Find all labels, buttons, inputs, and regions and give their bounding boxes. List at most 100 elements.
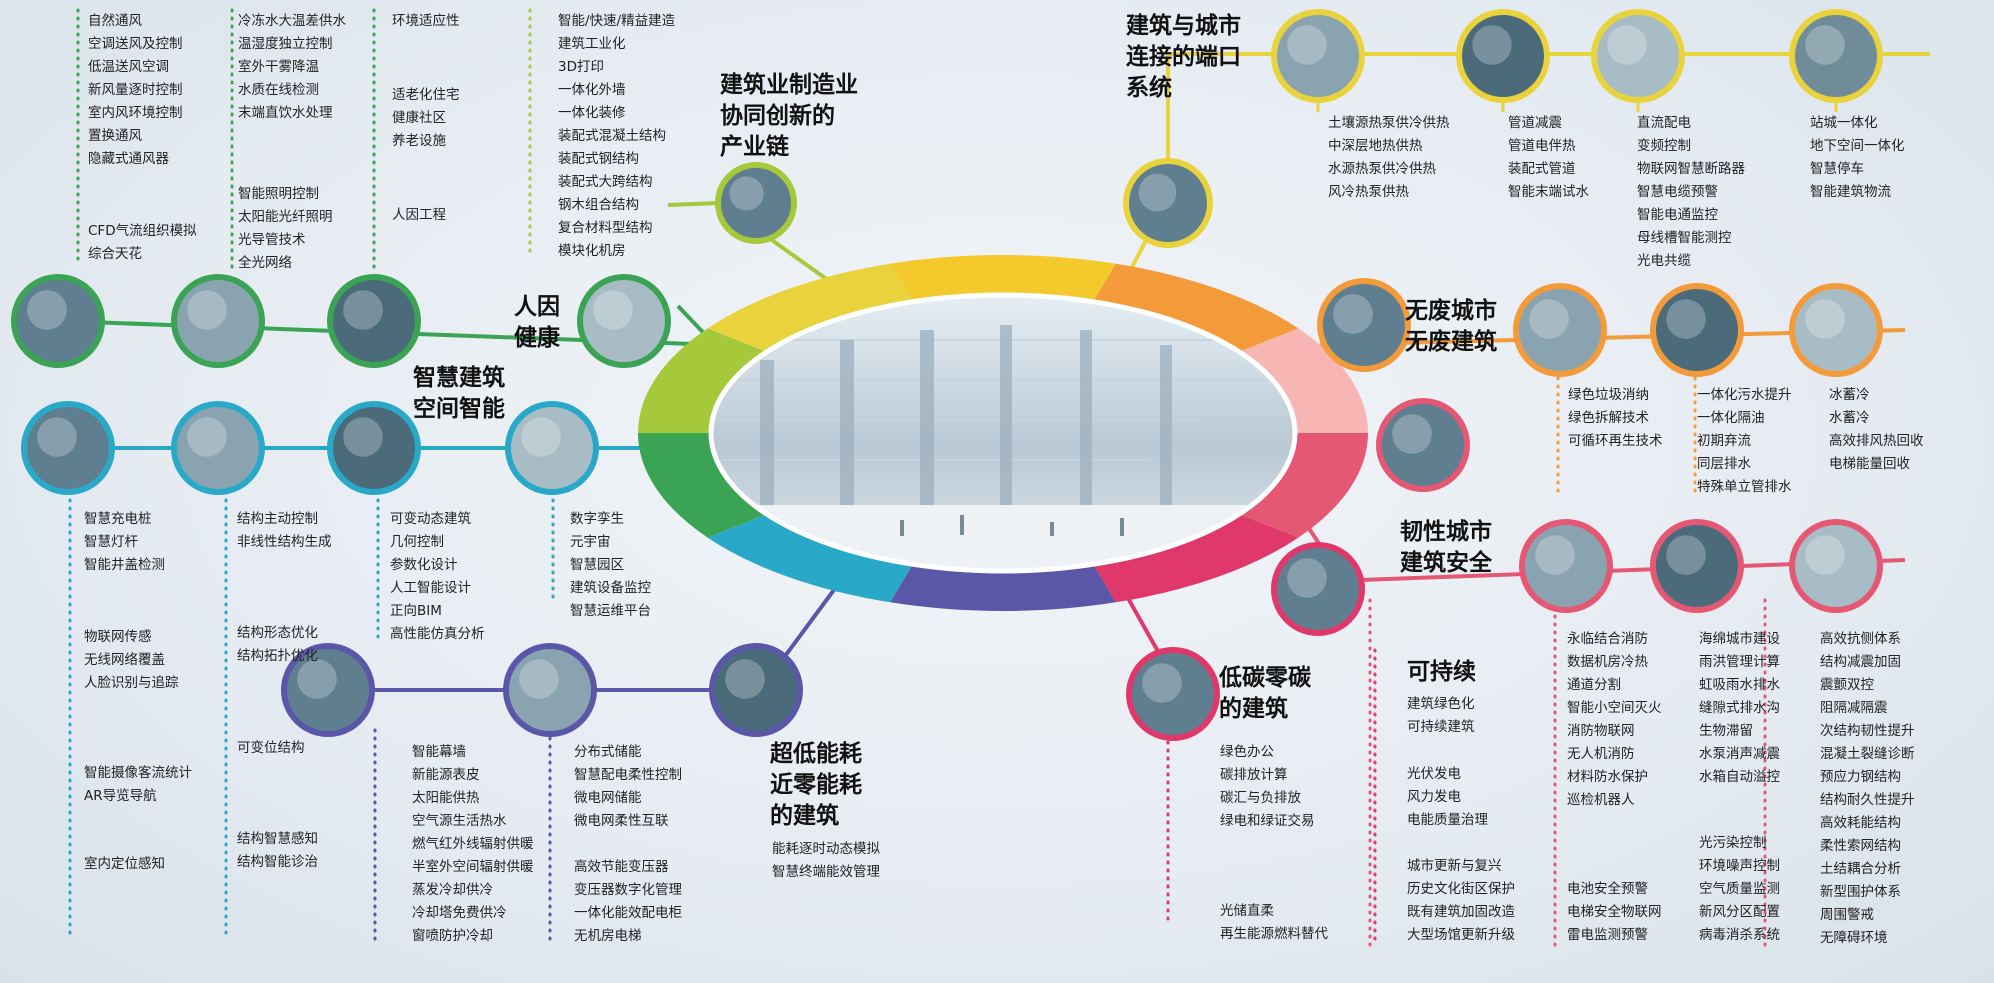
list-item: 可循环再生技术 — [1568, 433, 1663, 449]
list-item: 智能摄像客流统计 — [84, 765, 192, 781]
list-item: 水源热泵供冷供热 — [1328, 161, 1436, 177]
list-item: 结构形态优化 — [237, 625, 318, 641]
list-item: 能耗逐时动态模拟 — [772, 841, 880, 857]
ring-segment — [707, 263, 913, 352]
resilient-city-photo — [1376, 398, 1470, 492]
resilient-city-photo-highlight — [1392, 414, 1432, 454]
natural-ventilation-photo — [11, 274, 105, 368]
list-item: 电池安全预警 — [1567, 881, 1648, 897]
list-item: 雨洪管理计算 — [1699, 654, 1780, 670]
list-item: 一体化隔油 — [1697, 410, 1765, 426]
list-item: 一体化能效配电柜 — [574, 905, 682, 921]
list-item: 结构耐久性提升 — [1820, 792, 1915, 808]
machine-room-photo — [503, 643, 597, 737]
manufacturing-photo-highlight — [729, 176, 764, 211]
list-item: 高性能仿真分析 — [390, 626, 485, 642]
green-roof-photo — [327, 274, 421, 368]
low-carbon-icon — [1126, 647, 1220, 741]
list-item: 高效耗能结构 — [1820, 815, 1901, 831]
list-item: 光伏发电 — [1407, 766, 1461, 782]
list-item: 智能/快速/精益建造 — [558, 13, 676, 29]
list-item: 虹吸雨水排水 — [1699, 677, 1780, 693]
list-item: 周围警戒 — [1820, 907, 1874, 923]
list-item: 大型场馆更新升级 — [1407, 927, 1515, 943]
structure-model-icon-highlight — [187, 417, 227, 457]
natural-ventilation-photo-highlight — [27, 290, 67, 330]
list-item: 水箱自动溢控 — [1699, 769, 1780, 785]
fire-safety-photo-highlight — [1535, 535, 1575, 575]
list-item: 碳汇与负排放 — [1220, 790, 1301, 806]
energy-dashboard-photo-highlight — [725, 659, 765, 699]
title-ren-yin: 人因 健康 — [514, 294, 560, 351]
ring-segment — [638, 433, 767, 538]
list-item: 碳排放计算 — [1220, 767, 1288, 783]
list-item: 人因工程 — [392, 207, 446, 223]
list-item: 新能源表皮 — [412, 767, 480, 783]
list-item: 水泵消声减震 — [1699, 746, 1780, 762]
list-item: 电能质量治理 — [1407, 812, 1488, 828]
list-item: 智能末端试水 — [1508, 184, 1589, 200]
smart-tower-photo — [21, 401, 115, 495]
list-item: 冷冻水大温差供水 — [238, 13, 346, 29]
list-item: 置换通风 — [88, 128, 142, 144]
ring-segment — [890, 254, 1116, 302]
list-item: 蒸发冷却供冷 — [412, 882, 493, 898]
title-wu-fei: 无废城市 无废建筑 — [1405, 298, 1497, 355]
list-item: 预应力钢结构 — [1820, 769, 1901, 785]
list-item: 室内风环境控制 — [88, 105, 183, 121]
list-item: 无机房电梯 — [574, 928, 642, 944]
list-item: 光储直柔 — [1220, 903, 1274, 919]
list-item: 管道减震 — [1508, 115, 1562, 131]
list-item: 材料防水保护 — [1567, 769, 1648, 785]
structure-photo-highlight — [1805, 535, 1845, 575]
machine-room-photo-highlight — [519, 659, 559, 699]
title-duan-kou: 建筑与城市 连接的端口 系统 — [1126, 13, 1241, 101]
list-item: 阻隔减隔震 — [1820, 700, 1888, 716]
list-item: 非线性结构生成 — [237, 534, 332, 550]
list-item: 隐藏式通风器 — [88, 151, 169, 167]
list-item: 建筑设备监控 — [570, 580, 651, 596]
energy-dashboard-photo — [709, 643, 803, 737]
list-item: 既有建筑加固改造 — [1407, 904, 1515, 920]
list-item: 自然通风 — [88, 13, 142, 29]
sewage-photo-highlight — [1666, 299, 1706, 339]
list-item: 钢木组合结构 — [558, 197, 639, 213]
list-item: 3D打印 — [558, 59, 604, 75]
station-photo-highlight — [1805, 25, 1845, 65]
list-item: 混凝土裂缝诊断 — [1820, 746, 1915, 762]
list-item: 中深层地热供热 — [1328, 138, 1423, 154]
title-ren-xing: 韧性城市 建筑安全 — [1400, 519, 1492, 576]
list-item: 母线槽智能测控 — [1637, 230, 1732, 246]
ring-segment — [638, 328, 767, 433]
port-system-photo-highlight — [1138, 173, 1177, 212]
list-item: 结构智慧感知 — [237, 831, 318, 847]
list-item: 太阳能供热 — [412, 790, 480, 806]
list-item: 建筑绿色化 — [1407, 696, 1475, 712]
zao-zhi-link — [667, 201, 721, 207]
list-item: 建筑工业化 — [558, 36, 626, 52]
list-item: 装配式大跨结构 — [558, 174, 653, 190]
list-item: 结构智能诊治 — [237, 854, 318, 870]
smart-tower-photo-highlight — [37, 417, 77, 457]
list-item: 低温送风空调 — [88, 59, 169, 75]
list-item: 绿色拆解技术 — [1568, 410, 1649, 426]
list-item: 水质在线检测 — [238, 82, 319, 98]
ring-segment — [1239, 328, 1368, 433]
list-item: 次结构韧性提升 — [1820, 723, 1915, 739]
list-item: 智能电通监控 — [1637, 207, 1718, 223]
list-item: 电梯能量回收 — [1829, 456, 1910, 472]
list-item: 站城一体化 — [1810, 115, 1878, 131]
manufacturing-photo — [715, 162, 797, 244]
human-health-icon — [577, 274, 671, 368]
list-item: 正向BIM — [390, 603, 442, 619]
sorting-photo — [1513, 283, 1607, 377]
topic-photos — [11, 9, 1883, 741]
list-item: 室内定位感知 — [84, 856, 165, 872]
center-photo — [711, 295, 1295, 571]
sponge-city-photo — [1650, 519, 1744, 613]
structure-photo — [1789, 519, 1883, 613]
list-item: 光污染控制 — [1699, 835, 1767, 851]
list-item: 智慧电缆预警 — [1637, 184, 1718, 200]
list-item: 新风分区配置 — [1699, 904, 1780, 920]
